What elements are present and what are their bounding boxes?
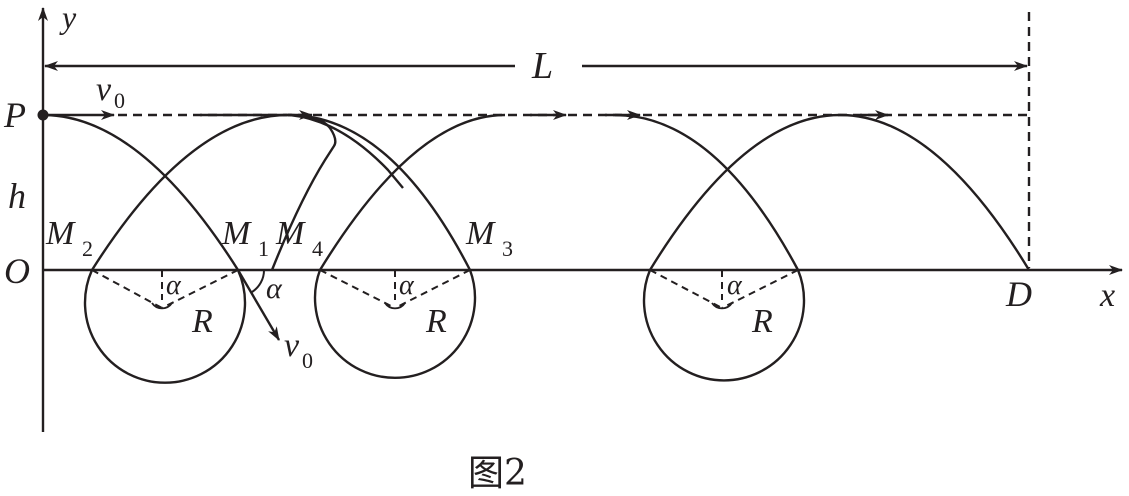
center-alpha-arc-3 <box>711 302 733 310</box>
loop-2 <box>313 269 477 380</box>
point-d-label: D <box>1005 274 1032 314</box>
origin-label: O <box>4 251 30 291</box>
figure-caption: 图2 <box>468 453 527 494</box>
arc-right-up <box>648 113 841 271</box>
v0-bottom-label: v <box>284 327 300 364</box>
m1-label: M <box>221 215 252 252</box>
point-p-label: P <box>3 95 26 135</box>
height-label: h <box>8 176 26 216</box>
arc-m4-to-m3 <box>318 113 506 271</box>
m1-subscript: 1 <box>258 236 269 261</box>
m3-label: M <box>465 215 496 252</box>
alpha-angle-arc <box>251 269 266 293</box>
length-label: L <box>531 45 553 87</box>
radius-dash-2a <box>319 269 396 309</box>
arc-p-to-m1 <box>42 113 240 271</box>
loop-3 <box>642 269 806 382</box>
alpha-label-2: α <box>399 270 415 301</box>
arc-to-m3 <box>287 113 472 271</box>
radius-label-3: R <box>751 303 773 340</box>
alpha-label-1: α <box>166 270 182 301</box>
radius-dash-1a <box>91 269 163 309</box>
loop-1 <box>83 269 247 384</box>
x-axis-label: x <box>1099 277 1115 314</box>
point-p-dot <box>37 109 49 121</box>
v0-top-subscript: 0 <box>114 88 125 113</box>
v0-top-label: v <box>96 71 112 108</box>
radius-label-1: R <box>191 303 213 340</box>
alpha-angle-label: α <box>266 272 283 305</box>
arc-m2-apex-to-m4 <box>289 113 404 189</box>
center-alpha-arc-2 <box>384 302 406 310</box>
radius-dash-3a <box>649 269 723 309</box>
m2-subscript: 2 <box>82 236 93 261</box>
radius-dash-1b <box>161 269 239 309</box>
radius-label-2: R <box>425 303 447 340</box>
arc-to-d <box>839 113 1031 271</box>
y-axis-label: y <box>59 0 77 35</box>
radius-dash-3b <box>721 269 799 309</box>
center-alpha-arc-1 <box>151 302 173 310</box>
m3-subscript: 3 <box>502 236 513 261</box>
v0-bottom-arrow <box>236 269 281 341</box>
v0-bottom-subscript: 0 <box>302 348 313 373</box>
radius-dash-2b <box>394 269 471 309</box>
m4-label: M <box>275 215 306 252</box>
m4-subscript: 4 <box>312 236 323 261</box>
alpha-label-3: α <box>727 270 743 301</box>
m2-label: M <box>45 215 76 252</box>
